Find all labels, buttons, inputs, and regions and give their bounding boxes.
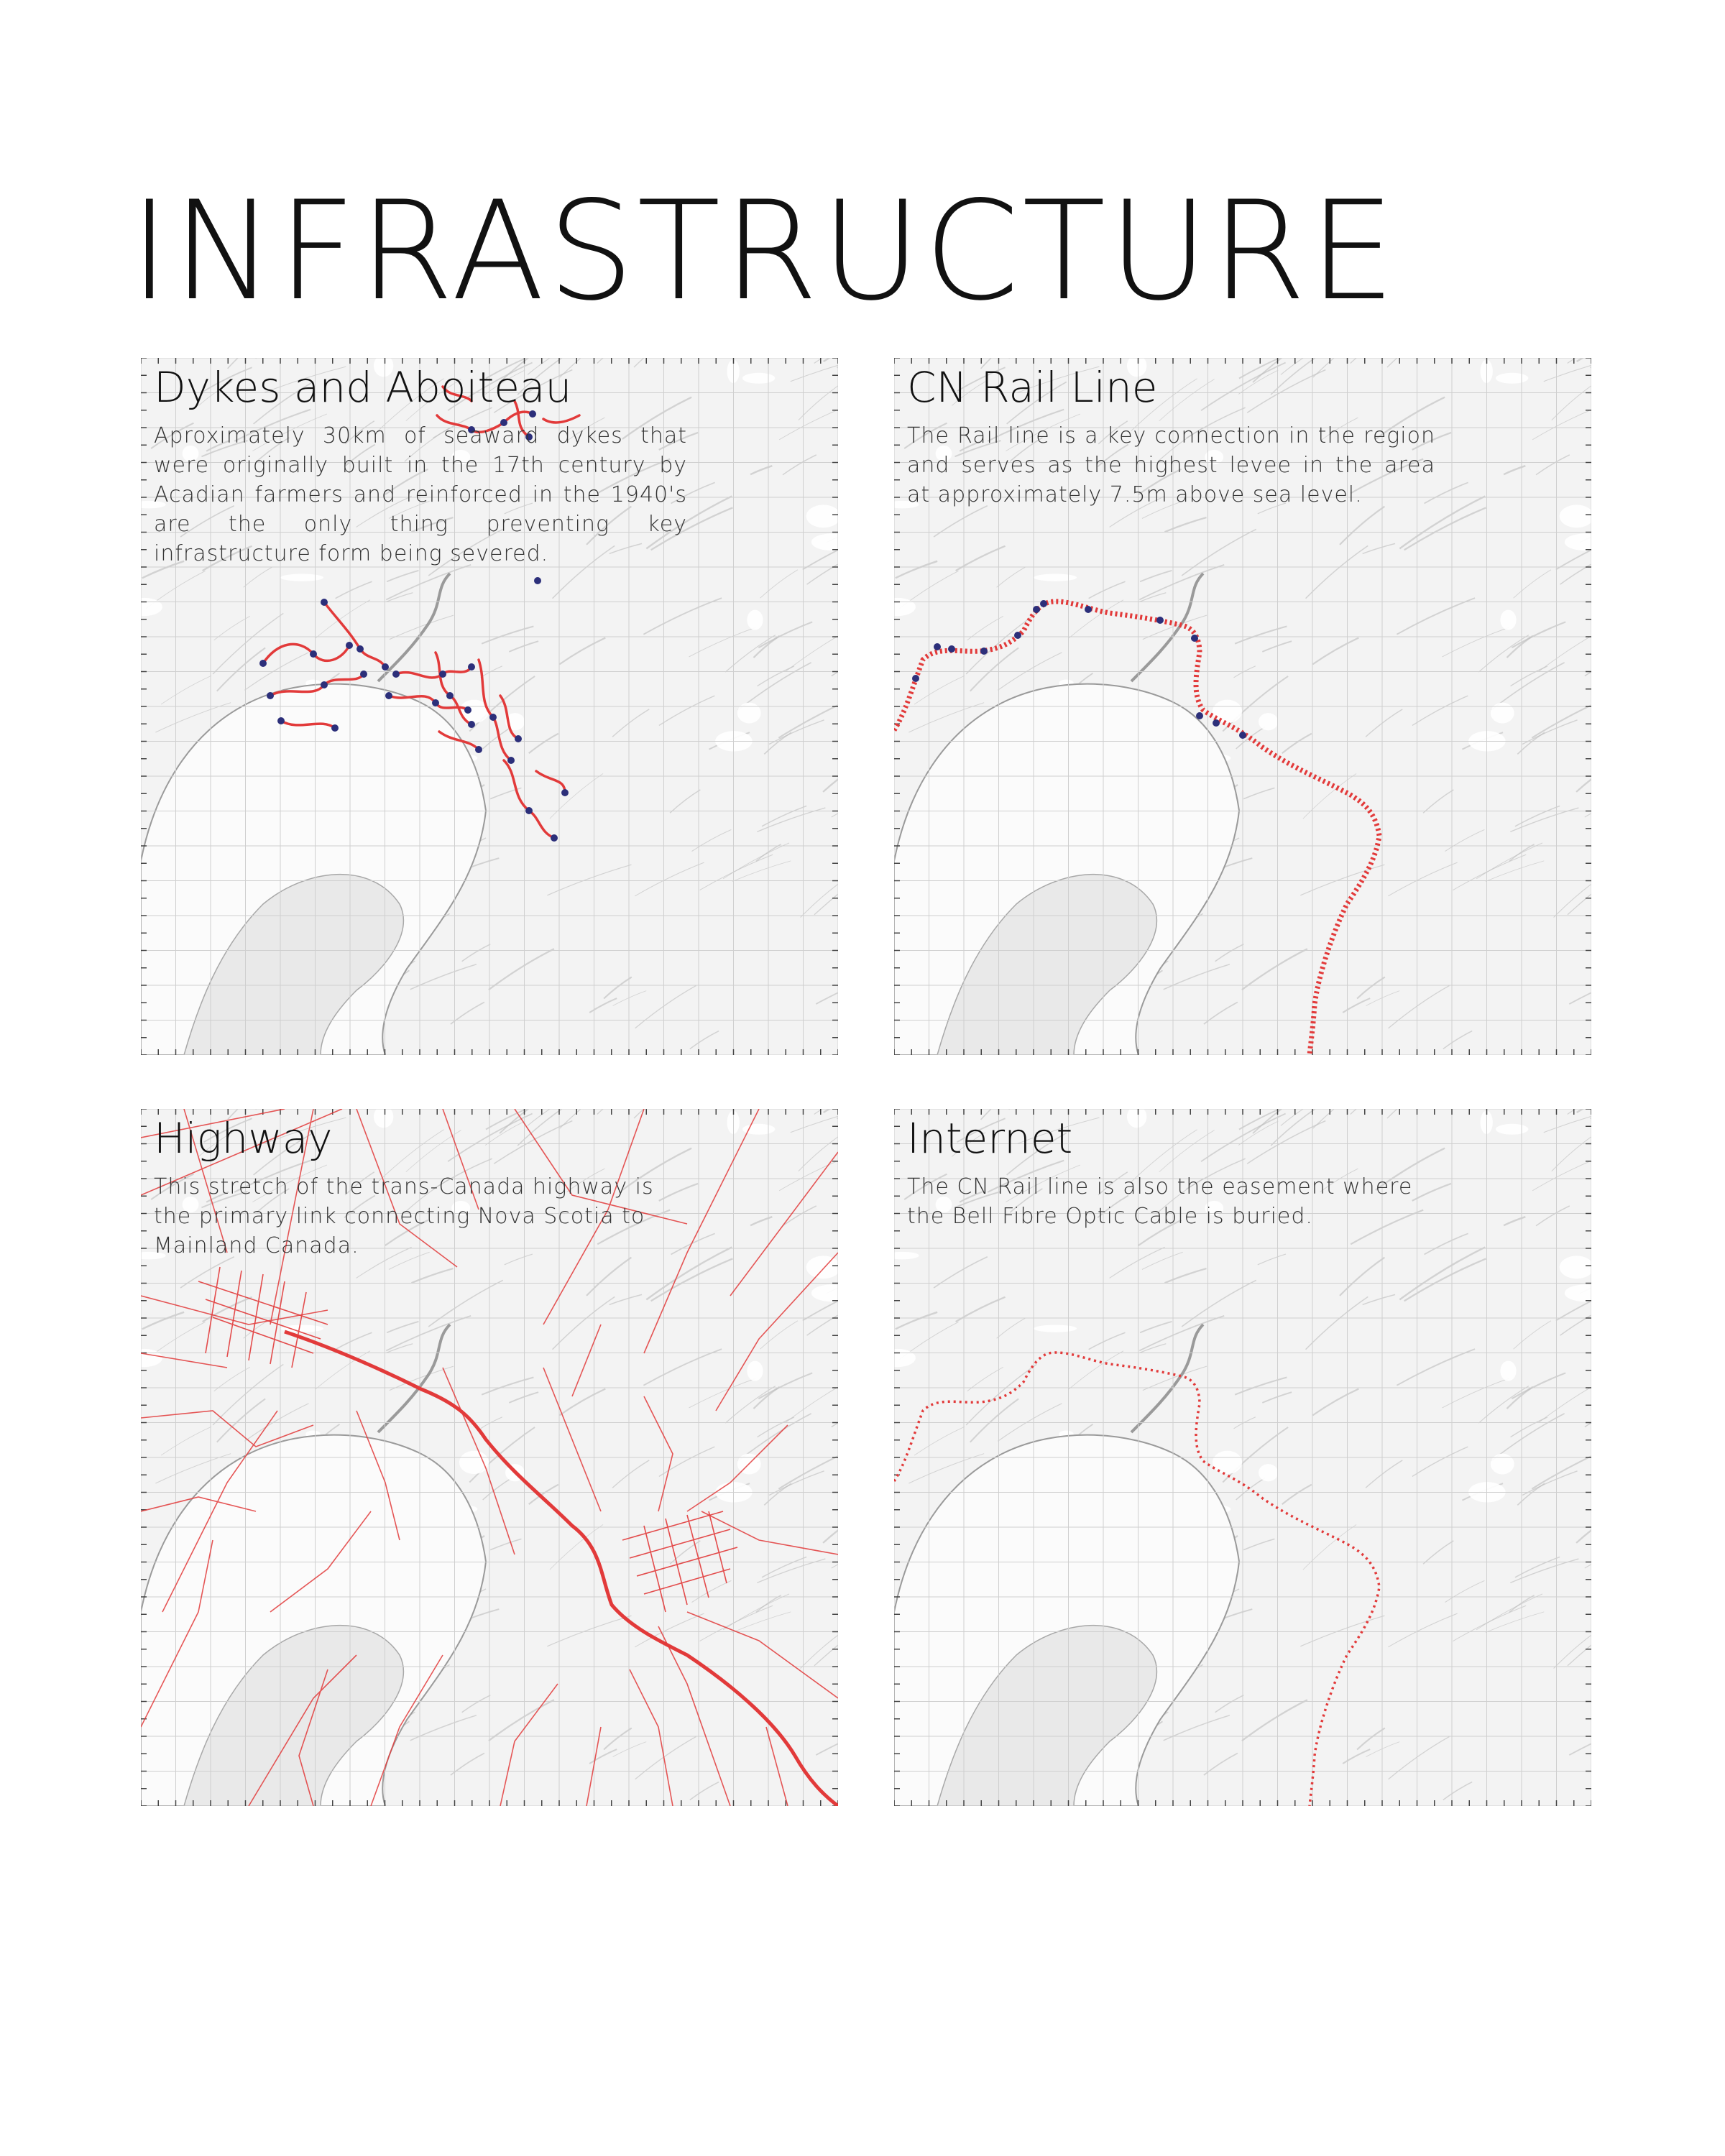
trans-canada-highway <box>284 1330 838 1806</box>
panel-title-rail: CN Rail Line <box>907 363 1158 412</box>
highway-map <box>141 1109 838 1806</box>
map-panel-dykes: Dykes and Aboiteau Aproximately 30km of … <box>141 358 838 1055</box>
map-panel-rail: CN Rail Line The Rail line is a key conn… <box>894 358 1591 1055</box>
map-panel-highway: Highway This stretch of the trans-Canada… <box>141 1109 838 1806</box>
rail-nodes <box>912 600 1246 739</box>
road-network <box>141 1109 838 1806</box>
dykes-map <box>141 358 838 1055</box>
base-map <box>894 1109 1591 1806</box>
base-map <box>894 358 1591 1055</box>
base-map <box>141 358 838 1055</box>
panel-description-highway: This stretch of the trans-Canada highway… <box>154 1174 654 1258</box>
panel-title-dykes: Dykes and Aboiteau <box>154 363 572 412</box>
town-grid-west <box>198 1266 328 1368</box>
town-grid-east <box>622 1511 738 1613</box>
rail-map <box>894 358 1591 1055</box>
fibre-optic-cable <box>894 1351 1381 1806</box>
panel-title-internet: Internet <box>907 1114 1073 1163</box>
panel-description-dykes: Aproximately 30km of seaward dykes that … <box>154 423 687 566</box>
panel-description-internet: The CN Rail line is also the easement wh… <box>907 1174 1413 1229</box>
panel-title-highway: Highway <box>154 1114 333 1163</box>
panel-description-rail: The Rail line is a key connection in the… <box>907 423 1435 507</box>
rail-line <box>894 599 1382 1055</box>
dyke-nodes <box>259 410 569 842</box>
page-title: INFRASTRUCTURE <box>129 172 1399 331</box>
map-panel-internet: Internet The CN Rail line is also the ea… <box>894 1109 1591 1806</box>
internet-map <box>894 1109 1591 1806</box>
